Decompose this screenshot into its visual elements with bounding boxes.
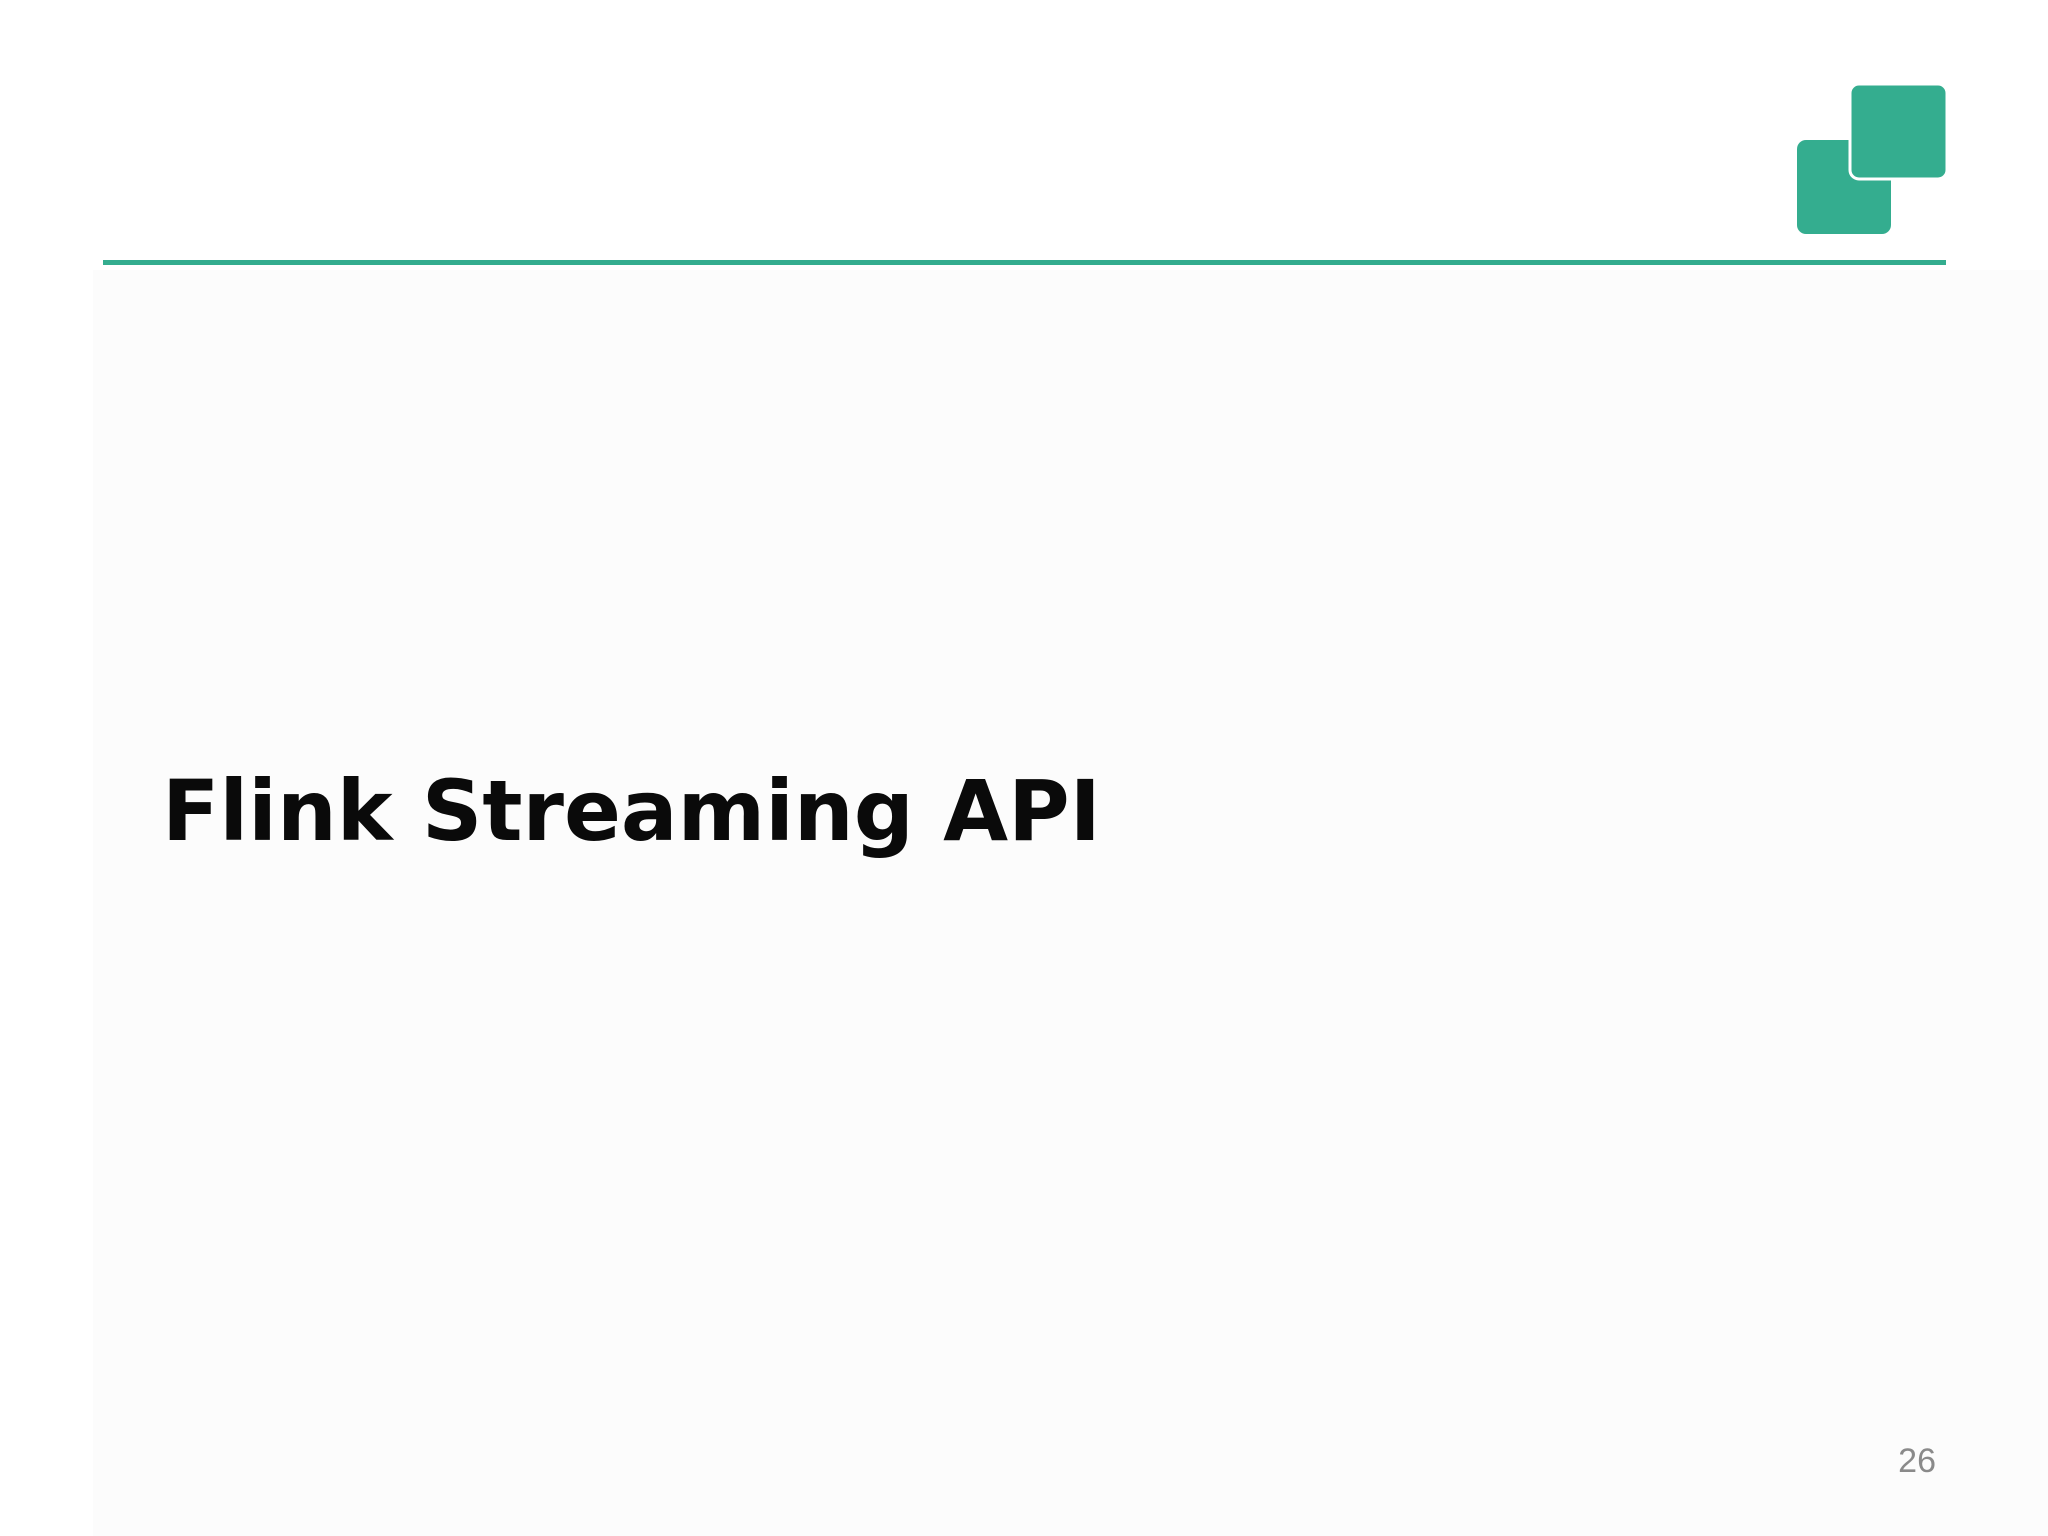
header-divider: [103, 260, 1946, 265]
content-panel: [93, 270, 2048, 1536]
slide-title: Flink Streaming API: [162, 762, 1101, 860]
overlapping-squares-logo-icon: [1797, 84, 1947, 234]
page-number: 26: [1898, 1442, 1936, 1480]
